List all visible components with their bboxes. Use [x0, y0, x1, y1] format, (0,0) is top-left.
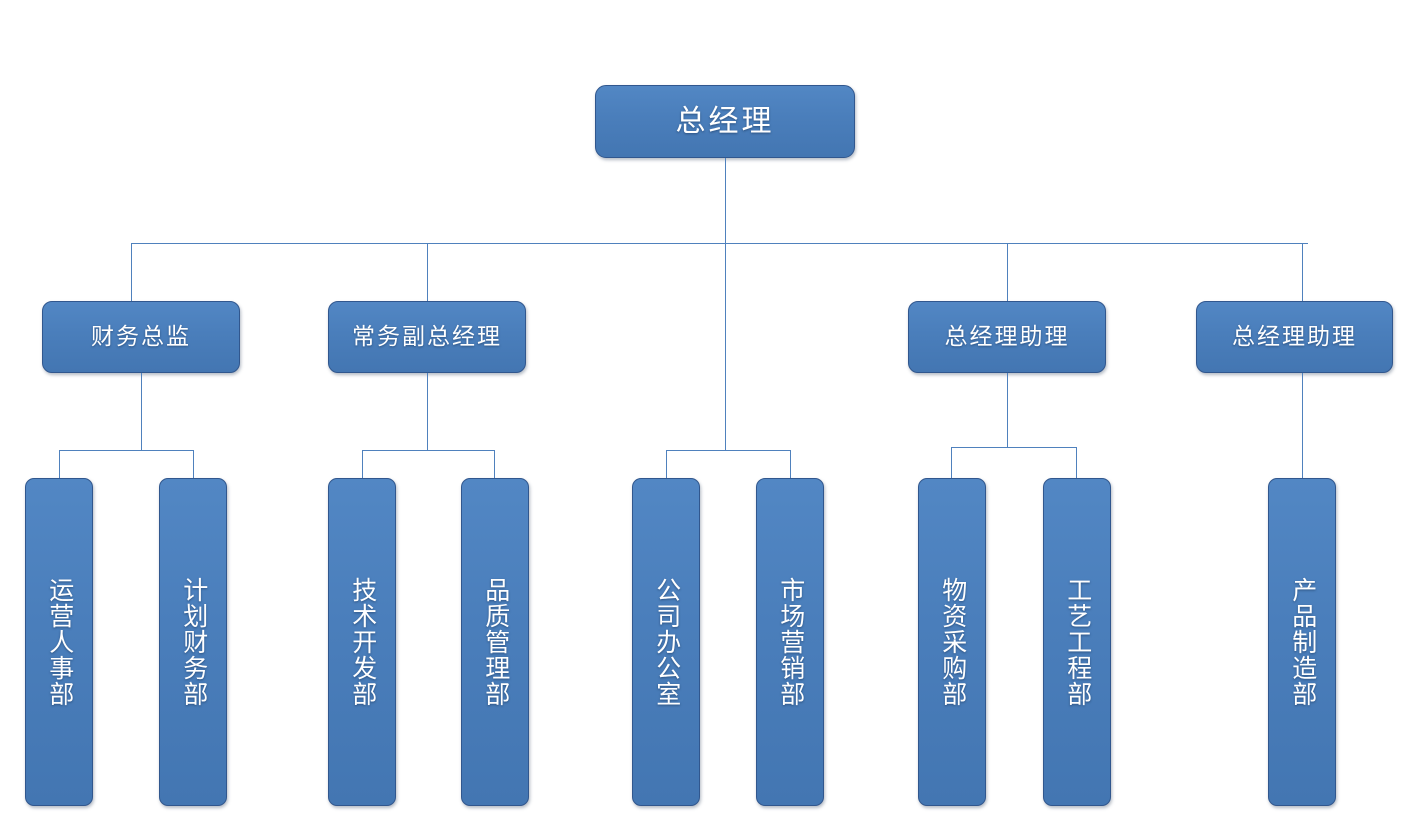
- connector-branch-4-leaf-2: [1076, 447, 1077, 480]
- connector-branch-2-leaf-1: [362, 450, 363, 480]
- node-label: 技术开发部: [348, 577, 376, 707]
- connector-drop-branch-5: [1302, 243, 1303, 301]
- connector-branch-2-stem: [427, 373, 428, 451]
- node-dept-marketing[interactable]: 市场营销部: [756, 478, 824, 806]
- node-label: 总经理助理: [944, 324, 1070, 350]
- node-label: 公司办公室: [652, 577, 680, 707]
- connector-branch-4-stem: [1007, 373, 1008, 448]
- connector-branch-3-leaf-2: [790, 450, 791, 480]
- connector-branch-4-leaf-1: [951, 447, 952, 480]
- connector-branch-1-leaf-1: [59, 450, 60, 480]
- connector-drop-branch-1: [131, 243, 132, 301]
- connector-branch-3-leaf-1: [666, 450, 667, 480]
- connector-branch-5-stem: [1302, 373, 1303, 480]
- connector-drop-branch-3: [725, 243, 726, 450]
- connector-branch-1-stem: [141, 373, 142, 451]
- connector-root-stem: [725, 158, 726, 243]
- connector-drop-branch-4: [1007, 243, 1008, 301]
- node-label: 总经理助理: [1232, 324, 1357, 350]
- node-label: 工艺工程部: [1063, 577, 1091, 707]
- node-label: 市场营销部: [776, 577, 804, 707]
- node-manager-finance-director[interactable]: 财务总监: [42, 301, 240, 373]
- connector-branch-1-leaf-2: [193, 450, 194, 480]
- node-label: 运营人事部: [45, 577, 73, 707]
- connector-branch-2-bus: [362, 450, 495, 451]
- node-label: 总经理: [675, 104, 775, 138]
- node-label: 财务总监: [91, 324, 191, 350]
- node-dept-material-procurement[interactable]: 物资采购部: [918, 478, 986, 806]
- node-label: 常务副总经理: [352, 324, 502, 350]
- node-label: 物资采购部: [938, 577, 966, 707]
- node-dept-operations-hr[interactable]: 运营人事部: [25, 478, 93, 806]
- node-manager-gm-assistant-1[interactable]: 总经理助理: [908, 301, 1106, 373]
- node-label: 品质管理部: [481, 577, 509, 707]
- node-label: 产品制造部: [1288, 577, 1316, 707]
- node-dept-company-office[interactable]: 公司办公室: [632, 478, 700, 806]
- connector-branch-1-bus: [59, 450, 194, 451]
- connector-drop-branch-2: [427, 243, 428, 301]
- node-dept-technology-development[interactable]: 技术开发部: [328, 478, 396, 806]
- node-label: 计划财务部: [179, 577, 207, 707]
- connector-top-bus: [131, 243, 1308, 244]
- node-dept-process-engineering[interactable]: 工艺工程部: [1043, 478, 1111, 806]
- node-manager-executive-deputy-gm[interactable]: 常务副总经理: [328, 301, 526, 373]
- node-root-general-manager[interactable]: 总经理: [595, 85, 855, 158]
- connector-branch-3-bus: [666, 450, 791, 451]
- node-dept-product-manufacturing[interactable]: 产品制造部: [1268, 478, 1336, 806]
- node-dept-planning-finance[interactable]: 计划财务部: [159, 478, 227, 806]
- connector-branch-4-bus: [951, 447, 1077, 448]
- connector-branch-2-leaf-2: [494, 450, 495, 480]
- node-manager-gm-assistant-2[interactable]: 总经理助理: [1196, 301, 1393, 373]
- node-dept-quality-management[interactable]: 品质管理部: [461, 478, 529, 806]
